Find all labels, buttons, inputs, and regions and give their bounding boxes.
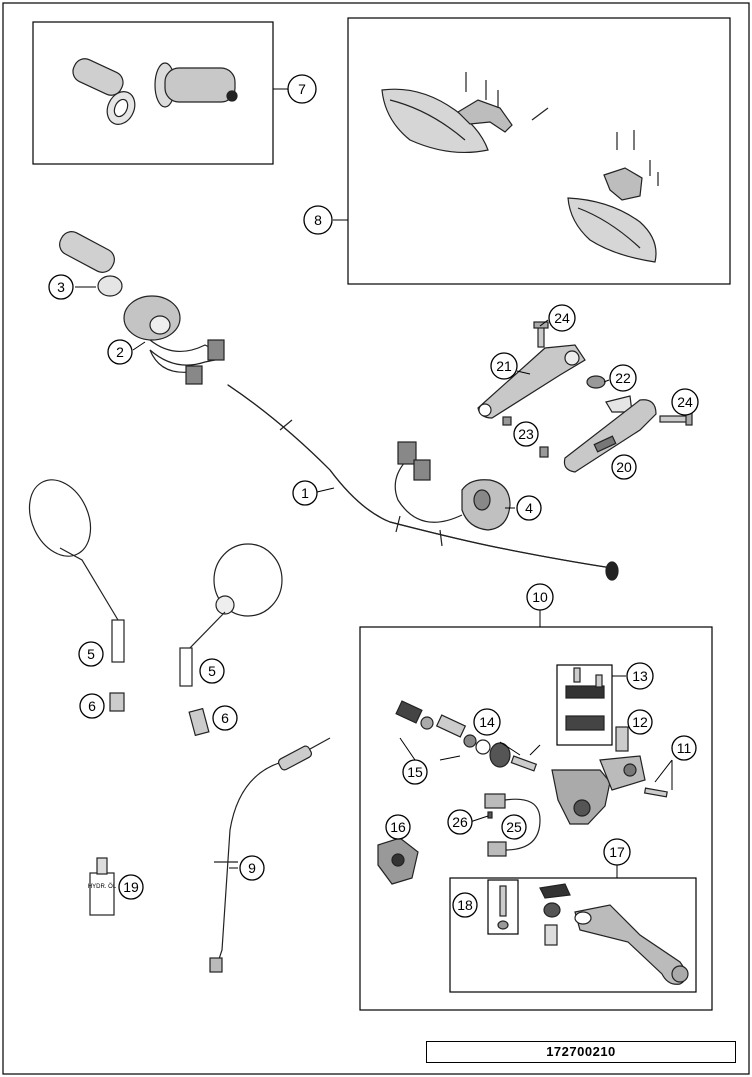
lever-21 — [477, 344, 586, 419]
master-cylinder-body — [551, 755, 646, 825]
svg-text:23: 23 — [518, 426, 534, 442]
lever-adjuster — [539, 883, 571, 946]
handlebar — [227, 384, 619, 581]
svg-text:14: 14 — [479, 714, 495, 730]
svg-text:12: 12 — [632, 714, 648, 730]
svg-text:8: 8 — [314, 212, 322, 228]
svg-text:26: 26 — [452, 814, 468, 830]
callout-24-right: 24 — [671, 388, 699, 416]
hand-guard-left-bracket — [457, 72, 549, 133]
callout-9: 9 — [239, 855, 265, 881]
svg-text:6: 6 — [88, 698, 96, 714]
svg-text:5: 5 — [87, 646, 95, 662]
callout-12: 12 — [627, 709, 653, 735]
callout-3: 3 — [48, 274, 74, 300]
callout-23: 23 — [513, 421, 539, 447]
callout-22: 22 — [609, 364, 637, 392]
svg-text:2: 2 — [116, 344, 124, 360]
hydraulic-oil-bottle — [89, 857, 115, 916]
throttle-grip — [59, 231, 123, 297]
grips-group-frame — [32, 21, 274, 165]
svg-text:11: 11 — [677, 740, 692, 756]
cap-12 — [615, 726, 629, 752]
callout-24-top: 24 — [548, 304, 576, 332]
hand-guards-group-frame — [347, 17, 731, 285]
callout-20: 20 — [611, 454, 637, 480]
brake-lever — [574, 904, 689, 985]
callout-8: 8 — [303, 205, 333, 235]
svg-text:19: 19 — [123, 879, 139, 895]
right-combination-switch — [394, 441, 511, 531]
piston-kit — [395, 700, 477, 748]
svg-text:21: 21 — [496, 358, 512, 374]
handlebar-grip-left — [72, 58, 136, 125]
callout-11: 11 — [671, 735, 697, 761]
svg-text:24: 24 — [677, 394, 693, 410]
svg-text:15: 15 — [407, 764, 423, 780]
brake-lever-group-frame — [449, 877, 697, 993]
callout-5-left: 5 — [78, 641, 104, 667]
callout-18: 18 — [452, 892, 478, 918]
callout-21: 21 — [490, 352, 518, 380]
svg-text:1: 1 — [301, 485, 309, 501]
svg-text:13: 13 — [632, 668, 648, 684]
callout-6-left: 6 — [79, 693, 105, 719]
svg-text:25: 25 — [506, 819, 522, 835]
mirror-left — [28, 479, 125, 663]
callout-17: 17 — [603, 838, 631, 866]
hand-guard-right-bracket — [603, 130, 659, 201]
mirror-right — [179, 543, 283, 687]
svg-text:20: 20 — [616, 459, 632, 475]
mirror-adapter-left — [109, 692, 125, 712]
svg-text:3: 3 — [57, 279, 65, 295]
handlebar-grip-right — [154, 62, 238, 108]
callout-25: 25 — [501, 814, 527, 840]
callout-19: 19 — [118, 874, 144, 900]
svg-text:7: 7 — [298, 81, 306, 97]
screw-23 — [502, 416, 549, 458]
bolt-18 — [497, 885, 509, 930]
bolt-18-frame — [487, 879, 519, 935]
boot-14 — [475, 739, 538, 772]
svg-text:17: 17 — [609, 844, 625, 860]
callout-5-right: 5 — [199, 658, 225, 684]
lever-20 — [563, 399, 657, 473]
callout-15: 15 — [402, 759, 428, 785]
callout-7: 7 — [287, 74, 317, 104]
hand-guard-right — [567, 197, 657, 263]
svg-text:16: 16 — [390, 819, 406, 835]
svg-text:24: 24 — [554, 310, 570, 326]
bottle-label: HYDR. ÖL — [88, 883, 117, 890]
callout-26: 26 — [447, 809, 473, 835]
callout-13: 13 — [626, 662, 654, 690]
pin-11 — [643, 787, 668, 798]
handlebar-clamp — [377, 837, 419, 885]
hand-guard-left — [381, 88, 489, 154]
callout-2: 2 — [107, 339, 133, 365]
callout-16: 16 — [385, 814, 411, 840]
left-combination-switch — [123, 295, 225, 385]
reservoir-cover-frame — [556, 664, 613, 746]
master-cylinder-group-frame — [359, 626, 713, 1011]
document-number: 172700210 — [426, 1041, 736, 1063]
svg-text:22: 22 — [615, 370, 631, 386]
mirror-adapter-right — [188, 707, 210, 737]
svg-text:6: 6 — [221, 710, 229, 726]
svg-text:10: 10 — [532, 589, 548, 605]
callout-10: 10 — [526, 583, 554, 611]
clutch-cable — [209, 737, 331, 973]
callout-14: 14 — [473, 708, 501, 736]
svg-text:9: 9 — [248, 860, 256, 876]
svg-text:4: 4 — [525, 500, 533, 516]
callout-4: 4 — [516, 495, 542, 521]
callout-1: 1 — [292, 480, 318, 506]
callout-6-right: 6 — [212, 705, 238, 731]
reservoir-cover — [565, 667, 605, 731]
brake-light-switch — [484, 793, 541, 857]
svg-text:5: 5 — [208, 663, 216, 679]
svg-text:18: 18 — [457, 897, 473, 913]
